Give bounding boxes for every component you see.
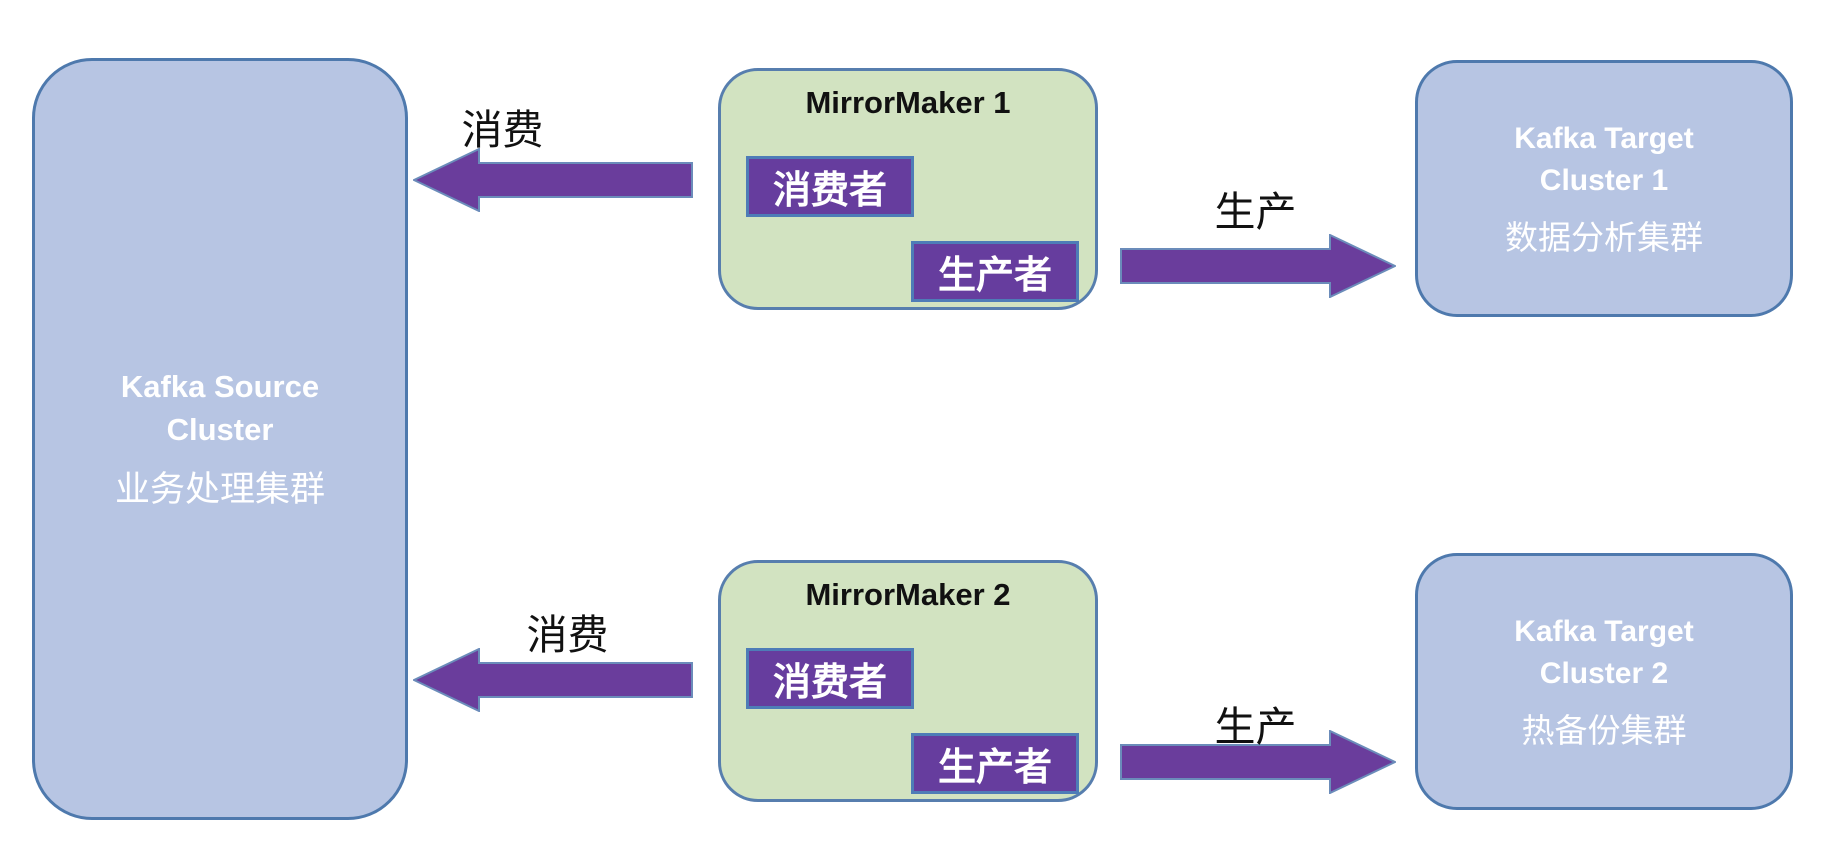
- mirrormaker-2-box: MirrorMaker 2 消费者 生产者: [718, 560, 1098, 802]
- mirrormaker-1-producer-badge: 生产者: [911, 241, 1079, 302]
- target-cluster-1-title: Kafka Target Cluster 1: [1514, 122, 1694, 197]
- kafka-source-cluster-box: Kafka Source Cluster 业务处理集群: [32, 58, 408, 820]
- mirrormaker-1-box: MirrorMaker 1 消费者 生产者: [718, 68, 1098, 310]
- mirrormaker-1-consumer-badge: 消费者: [746, 156, 914, 217]
- target-cluster-2-title: Kafka Target Cluster 2: [1514, 615, 1694, 690]
- consume-arrow-top-icon: [413, 148, 693, 212]
- consume-label-top: 消费: [461, 107, 544, 153]
- source-cluster-subtitle: 业务处理集群: [114, 470, 325, 510]
- consume-arrow-bottom-icon: [413, 648, 693, 712]
- produce-label-top: 生产: [1214, 189, 1297, 235]
- consume-label-bottom: 消费: [526, 612, 609, 658]
- mirrormaker-1-title: MirrorMaker 1: [805, 85, 1011, 120]
- produce-arrow-bottom-icon: [1120, 730, 1396, 794]
- target-cluster-1-subtitle: 数据分析集群: [1505, 218, 1703, 256]
- mirrormaker-2-title: MirrorMaker 2: [805, 577, 1011, 612]
- mirrormaker-2-producer-badge: 生产者: [911, 733, 1079, 794]
- target-cluster-2-subtitle: 热备份集群: [1521, 711, 1687, 749]
- produce-label-bottom: 生产: [1214, 704, 1297, 750]
- produce-arrow-top-icon: [1120, 234, 1396, 298]
- kafka-target-cluster-2-box: Kafka Target Cluster 2 热备份集群: [1415, 553, 1793, 810]
- mirrormaker-2-consumer-badge: 消费者: [746, 648, 914, 709]
- source-cluster-title: Kafka Source Cluster: [120, 368, 320, 447]
- kafka-target-cluster-1-box: Kafka Target Cluster 1 数据分析集群: [1415, 60, 1793, 317]
